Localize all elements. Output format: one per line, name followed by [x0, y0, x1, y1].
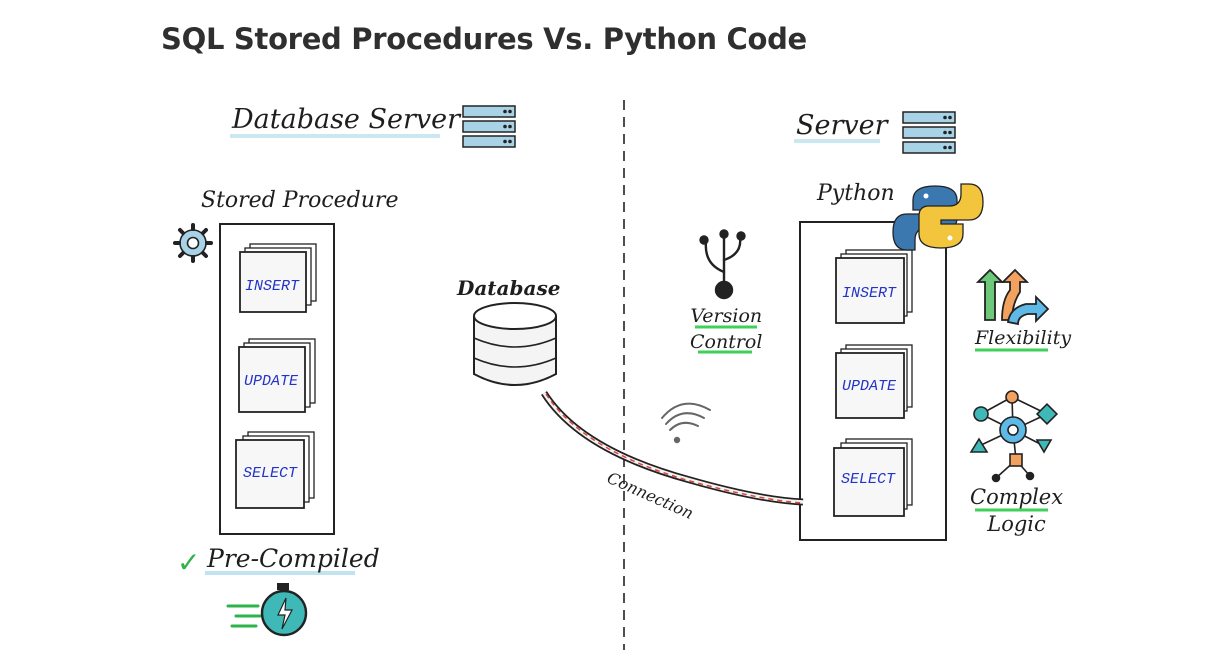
page-title: SQL Stored Procedures Vs. Python Code [161, 22, 807, 56]
complex-logic-label: Complex Logic [970, 484, 1063, 538]
wifi-signal-icon [661, 402, 711, 444]
right-op-card-select [833, 438, 913, 517]
left-op-select: SELECT [243, 465, 298, 482]
stopwatch-icon [226, 583, 308, 637]
left-op-card-update [238, 338, 316, 413]
server-label: Server [796, 110, 888, 141]
right-op-insert: INSERT [842, 285, 897, 302]
database-label: Database [457, 276, 561, 300]
right-op-card-insert [835, 249, 913, 324]
right-server-stack-icon [902, 111, 956, 154]
python-logo-icon [892, 183, 984, 251]
connection-cable [541, 391, 804, 506]
right-op-select: SELECT [841, 471, 896, 488]
complex-logic-line-2: Logic [987, 512, 1046, 536]
check-icon: ✓ [177, 546, 201, 579]
flexibility-arrows-icon [975, 268, 1050, 326]
version-control-line-1: Version [690, 305, 763, 327]
left-op-card-insert [239, 243, 317, 313]
version-control-line-2: Control [690, 331, 763, 353]
database-cylinder-icon [473, 302, 557, 386]
python-label: Python [817, 181, 895, 206]
flexibility-label: Flexibility [975, 327, 1072, 349]
right-op-card-update [835, 344, 913, 419]
right-op-update: UPDATE [842, 378, 897, 395]
left-server-stack-icon [462, 105, 516, 148]
left-op-card-select [235, 431, 315, 509]
gear-icon [173, 223, 213, 263]
version-control-icon [699, 229, 746, 300]
database-server-label: Database Server [232, 104, 461, 135]
pre-compiled-label: Pre-Compiled [207, 544, 380, 573]
stored-procedure-label: Stored Procedure [201, 188, 399, 213]
left-op-update: UPDATE [244, 373, 299, 390]
complex-logic-line-1: Complex [970, 485, 1064, 509]
left-op-insert: INSERT [245, 278, 300, 295]
complex-logic-network-icon [969, 390, 1059, 483]
version-control-label: Version Control [690, 303, 762, 355]
